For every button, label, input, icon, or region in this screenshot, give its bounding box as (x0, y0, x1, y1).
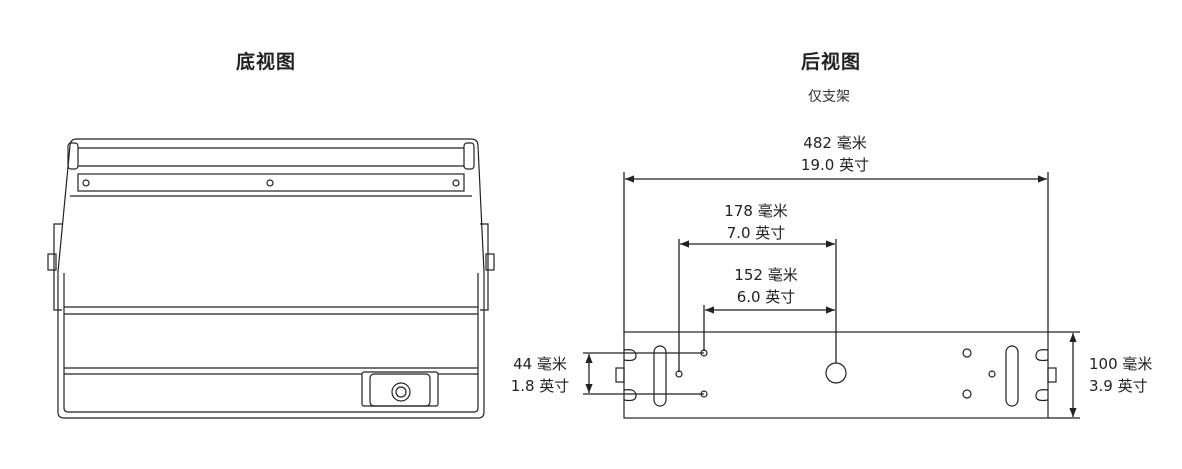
overall-width-metric: 482 毫米 (803, 134, 867, 152)
connector-port-inner (395, 386, 407, 398)
right-slot-bottom (1035, 389, 1049, 402)
chassis-outline (57, 138, 485, 419)
connector-port-outer (391, 382, 411, 402)
overall-width-imperial: 19.0 英寸 (800, 156, 870, 174)
side-knob-left (47, 253, 57, 271)
right-tab (1047, 367, 1057, 383)
hole-pitch-metric: 44 毫米 (513, 355, 567, 373)
bottom-view-title: 底视图 (236, 51, 297, 73)
left-slot-bottom (623, 389, 637, 402)
hole-right-top (962, 348, 972, 358)
right-vertical-slot (1005, 345, 1019, 407)
hole-pitch-imperial: 1.8 英寸 (510, 377, 570, 395)
hole-span-imperial: 7.0 英寸 (726, 224, 786, 242)
side-bracket-left (53, 223, 62, 311)
rear-view-title: 后视图 (801, 51, 862, 73)
right-slot-top (1035, 349, 1049, 362)
bottom-view (47, 138, 495, 419)
side-knob-right (485, 253, 495, 271)
left-tab (615, 367, 625, 383)
rail-screw-left (82, 179, 90, 187)
hole-span-label: 178 毫米 7.0 英寸 (711, 200, 801, 244)
height-metric: 100 毫米 (1089, 355, 1153, 373)
inner-span-label: 152 毫米 6.0 英寸 (721, 264, 811, 308)
left-slot-top (623, 349, 637, 362)
hole-pitch-label: 44 毫米 1.8 英寸 (503, 353, 577, 397)
rear-view-subtitle: 仅支架 (808, 89, 850, 105)
rail-screw-middle (266, 179, 274, 187)
hole-span-metric: 178 毫米 (724, 202, 788, 220)
height-imperial: 3.9 英寸 (1089, 377, 1148, 395)
chassis-inner-outline (63, 273, 479, 413)
rail-screw-right (452, 179, 460, 187)
hole-right-bottom (962, 389, 972, 399)
large-center-hole (825, 362, 847, 384)
hole-right-center (988, 370, 996, 378)
inner-span-metric: 152 毫米 (734, 266, 798, 284)
side-bracket-right (480, 223, 489, 311)
overall-width-label: 482 毫米 19.0 英寸 (790, 132, 880, 176)
mounting-rail (77, 173, 465, 192)
height-label: 100 毫米 3.9 英寸 (1089, 353, 1179, 397)
rail-end-left (67, 142, 79, 170)
left-vertical-slot (653, 345, 667, 407)
rail-end-right (463, 142, 475, 170)
inner-span-imperial: 6.0 英寸 (736, 288, 796, 306)
dimension-lines (583, 172, 1080, 419)
